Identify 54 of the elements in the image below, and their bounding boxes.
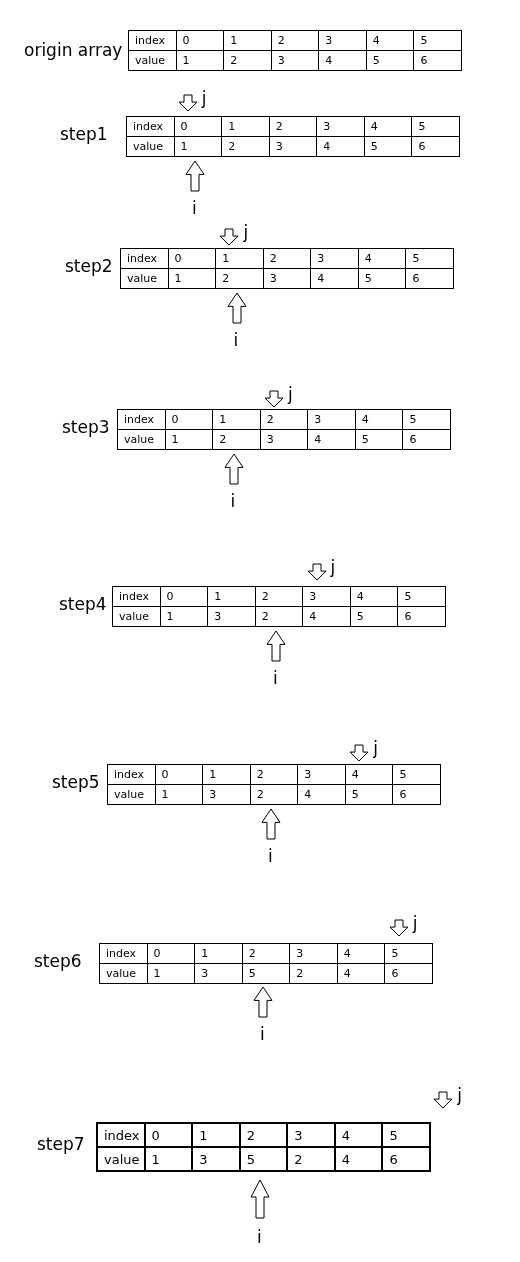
- table-cell: 6: [384, 963, 433, 984]
- step-label: step2: [65, 256, 113, 276]
- table-cell: 6: [397, 606, 446, 627]
- pointer-label: i: [191, 198, 197, 218]
- pointer-label: i: [233, 330, 239, 350]
- row-header: value: [96, 1146, 146, 1172]
- table-cell: 5: [411, 116, 460, 137]
- row-header: index: [128, 30, 177, 51]
- pointer-label: i: [257, 1227, 262, 1247]
- step-label: step3: [62, 417, 110, 437]
- table-cell: 6: [392, 784, 441, 805]
- pointer-label: i: [268, 846, 273, 866]
- row-header: value: [126, 136, 175, 157]
- row-header: index: [96, 1122, 146, 1148]
- row-header: value: [99, 963, 148, 984]
- table-cell: 5: [381, 1122, 431, 1148]
- row-header: index: [126, 116, 175, 137]
- pointer-label: i: [230, 491, 236, 511]
- table-cell: 6: [413, 50, 462, 71]
- table-cell: 5: [392, 764, 441, 785]
- row-header: index: [112, 586, 161, 607]
- pointer-label: i: [260, 1024, 265, 1044]
- row-header: index: [99, 943, 148, 964]
- table-cell: 5: [397, 586, 446, 607]
- row-header: index: [120, 248, 169, 269]
- step-label: step6: [34, 951, 82, 971]
- row-header: value: [128, 50, 177, 71]
- pointer-label: j: [373, 738, 378, 758]
- pointer-label: i: [273, 668, 278, 688]
- row-header: value: [120, 268, 169, 289]
- table-cell: 5: [405, 248, 454, 269]
- row-header: value: [112, 606, 161, 627]
- pointer-label: j: [288, 384, 293, 404]
- row-header: value: [107, 784, 156, 805]
- table-cell: 5: [384, 943, 433, 964]
- step-label: origin array: [24, 40, 123, 60]
- pointer-label: j: [457, 1085, 462, 1105]
- table-cell: 6: [411, 136, 460, 157]
- pointer-label: j: [243, 222, 249, 242]
- pointer-label: j: [330, 557, 336, 577]
- table-cell: 5: [413, 30, 462, 51]
- pointer-label: j: [201, 88, 207, 108]
- row-header: index: [117, 409, 166, 430]
- step-label: step5: [52, 772, 100, 792]
- table-cell: 6: [405, 268, 454, 289]
- row-header: value: [117, 429, 166, 450]
- table-cell: 6: [402, 429, 451, 450]
- step-label: step4: [59, 594, 107, 614]
- row-header: index: [107, 764, 156, 785]
- step-label: step1: [60, 124, 108, 144]
- pointer-label: j: [412, 913, 418, 933]
- table-cell: 5: [402, 409, 451, 430]
- step-label: step7: [37, 1134, 85, 1154]
- table-cell: 6: [381, 1146, 431, 1172]
